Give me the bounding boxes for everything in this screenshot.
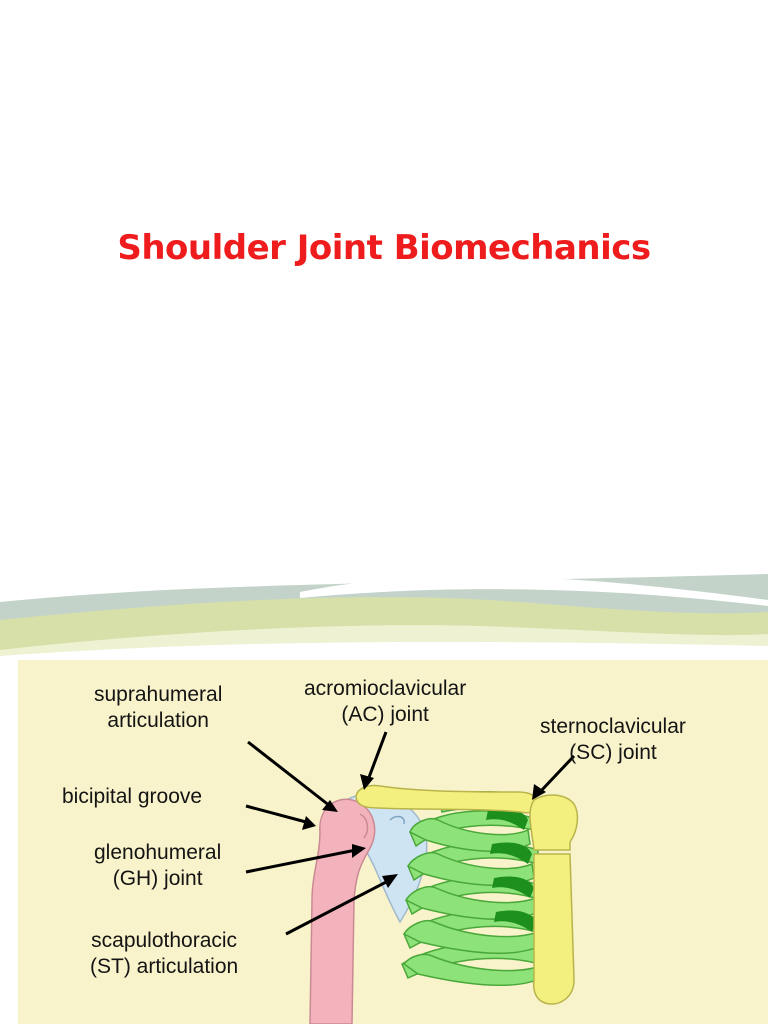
- label-acromioclavicular-joint: acromioclavicular (AC) joint: [304, 676, 466, 728]
- label-line: (AC) joint: [341, 703, 429, 726]
- label-bicipital-groove: bicipital groove: [62, 784, 202, 810]
- label-line: bicipital groove: [62, 785, 203, 808]
- decorative-wave-band: [0, 574, 768, 664]
- humerus: [309, 798, 376, 1024]
- label-line: sternoclavicular: [540, 715, 686, 738]
- label-line: suprahumeral: [94, 683, 223, 706]
- shoulder-diagram: suprahumeral articulation acromioclavicu…: [18, 660, 768, 1024]
- label-line: articulation: [107, 709, 209, 732]
- label-line: (GH) joint: [112, 867, 203, 890]
- clavicle: [355, 784, 539, 814]
- anatomy-drawing: [245, 731, 579, 1024]
- label-line: glenohumeral: [94, 841, 222, 864]
- sternum: [529, 794, 579, 851]
- label-scapulothoracic-articulation: scapulothoracic (ST) articulation: [90, 928, 238, 980]
- label-sternoclavicular-joint: sternoclavicular (SC) joint: [540, 714, 686, 766]
- label-line: acromioclavicular: [304, 677, 467, 700]
- slide-title: Shoulder Joint Biomechanics: [117, 228, 651, 268]
- label-arrows: [245, 731, 576, 936]
- label-suprahumeral-articulation: suprahumeral articulation: [94, 682, 222, 734]
- label-line: (SC) joint: [569, 741, 657, 764]
- label-line: (ST) articulation: [90, 955, 239, 978]
- label-line: scapulothoracic: [91, 929, 238, 952]
- label-glenohumeral-joint: glenohumeral (GH) joint: [94, 840, 221, 892]
